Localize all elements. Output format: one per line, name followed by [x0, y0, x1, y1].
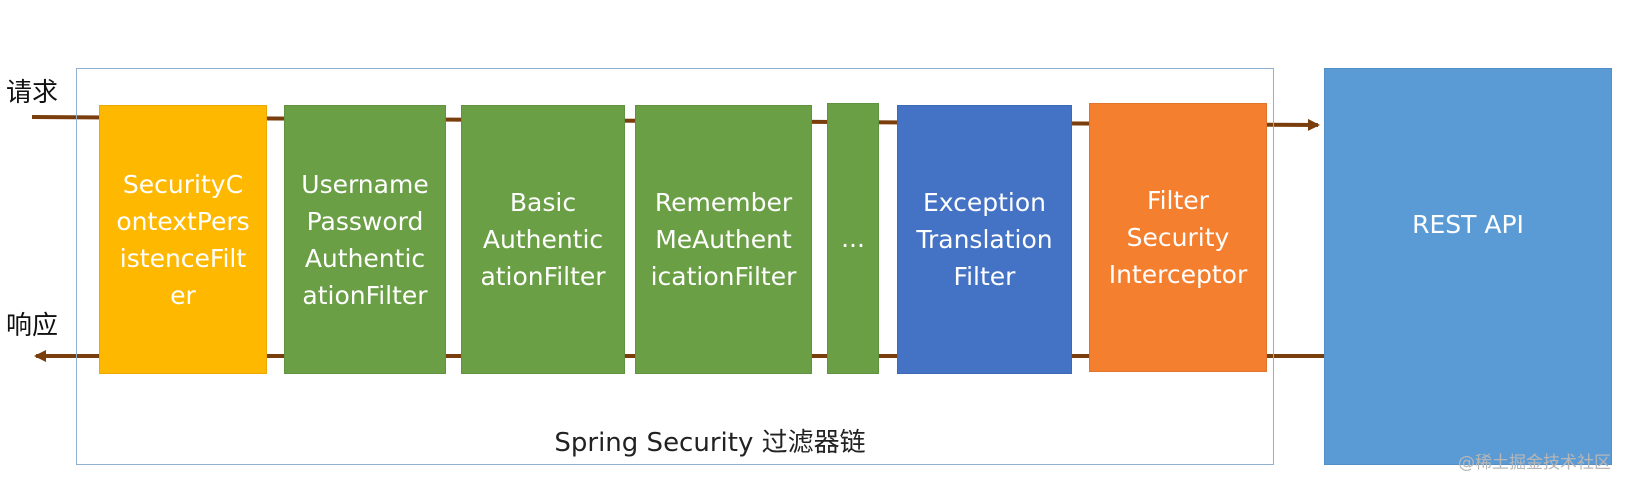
security-context-persistence-filter: SecurityC ontextPers istenceFilt er — [99, 105, 267, 374]
filter-security-interceptor: Filter Security Interceptor — [1089, 103, 1267, 372]
watermark: @稀土掘金技术社区 — [1458, 453, 1611, 473]
filter-chain-label: Spring Security 过滤器链 — [554, 428, 866, 458]
response-label: 响应 — [6, 311, 59, 341]
rest-api-box: REST API — [1324, 68, 1612, 465]
more-filters-ellipsis: ... — [827, 103, 879, 374]
filter-chain-container — [76, 68, 1274, 465]
remember-me-authentication-filter: Remember MeAuthent icationFilter — [635, 105, 812, 374]
username-password-authentication-filter: Username Password Authentic ationFilter — [284, 105, 446, 374]
exception-translation-filter: Exception Translation Filter — [897, 105, 1072, 374]
basic-authentication-filter: Basic Authentic ationFilter — [461, 105, 625, 374]
request-label: 请求 — [6, 78, 59, 108]
